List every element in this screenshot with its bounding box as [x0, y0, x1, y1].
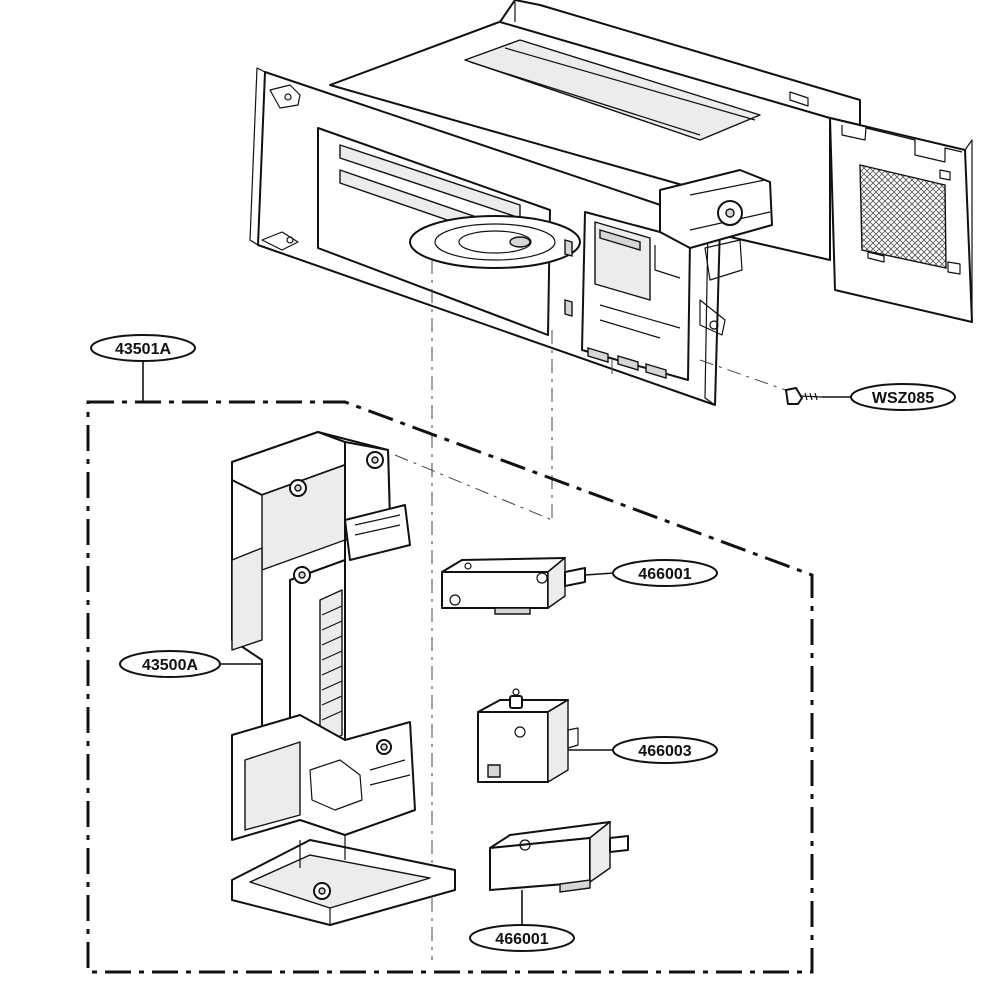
callout-label: WSZ085 [872, 390, 934, 407]
callout-466001-top: 466001 [612, 559, 718, 587]
callout-466001-bottom: 466001 [469, 924, 575, 952]
micro-switch-icon [489, 821, 629, 893]
callout-43500a: 43500A [119, 650, 221, 678]
callout-label: 43501A [115, 341, 171, 358]
screw-icon [785, 387, 823, 405]
turntable-icon [409, 215, 581, 269]
callout-label: 466001 [638, 566, 691, 583]
leader-lines [142, 362, 852, 925]
assembly-boundary [86, 400, 814, 974]
callout-label: 466001 [495, 931, 548, 948]
microwave-cavity-icon [249, 0, 973, 406]
callout-466003: 466003 [612, 736, 718, 764]
callout-wsz085: WSZ085 [850, 383, 956, 411]
callout-label: 43500A [142, 657, 198, 674]
callout-label: 466003 [638, 743, 691, 760]
micro-switch-icon [477, 688, 579, 783]
latch-board-icon [231, 431, 456, 926]
alignment-lines [394, 260, 801, 960]
micro-switch-icon [441, 557, 586, 615]
motor-bracket-icon [659, 169, 773, 281]
callout-43501a: 43501A [90, 334, 196, 362]
